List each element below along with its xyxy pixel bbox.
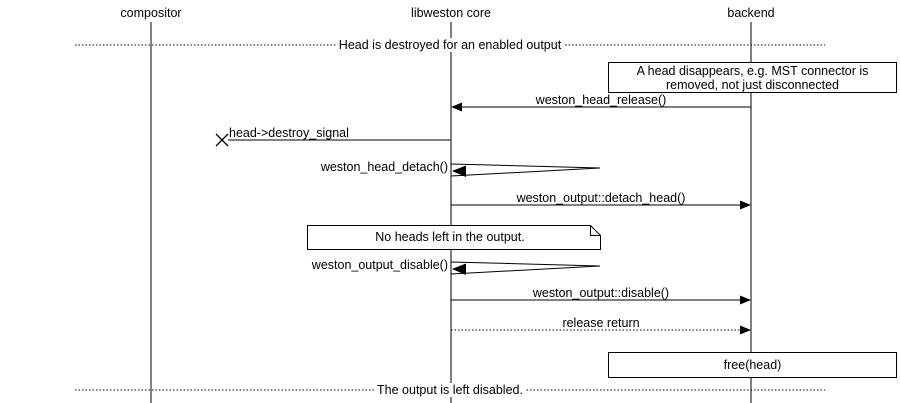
- label-weston-output-disable-self: weston_output_disable(): [311, 258, 448, 272]
- label-release-return: release return: [562, 316, 640, 330]
- label-weston-output-disable: weston_output::disable(): [532, 286, 670, 300]
- label-weston-head-detach: weston_head_detach(): [320, 160, 448, 174]
- note-free-head-box: [608, 352, 897, 378]
- destroy-x-icon: [215, 133, 229, 147]
- note-head-disappears-box: [608, 62, 897, 93]
- label-head-destroy-signal: head->destroy_signal: [229, 126, 349, 140]
- note-boxes: [307, 62, 897, 378]
- arrow-weston-head-detach-self: [450, 163, 601, 177]
- participant-compositor: compositor: [120, 6, 182, 20]
- note-fold-icon: [590, 225, 601, 236]
- note-head-disappears-line1: A head disappears, e.g. MST connector is: [636, 64, 869, 78]
- note-no-heads-left-text: No heads left in the output.: [375, 230, 525, 244]
- divider-label-top: Head is destroyed for an enabled output: [335, 38, 565, 52]
- participant-libweston-core: libweston core: [411, 6, 491, 20]
- divider-label-bottom: The output is left disabled.: [374, 383, 526, 397]
- label-weston-output-detach-head: weston_output::detach_head(): [516, 191, 686, 205]
- note-no-heads-left-box: [307, 225, 601, 250]
- note-head-disappears-line2: removed, not just disconnected: [665, 78, 840, 92]
- arrow-weston-output-disable-self: [450, 261, 601, 275]
- label-weston-head-release: weston_head_release(): [535, 93, 667, 107]
- dividers: [75, 44, 825, 391]
- message-arrows: [215, 102, 751, 335]
- participant-backend: backend: [727, 6, 775, 20]
- note-free-head-text: free(head): [723, 358, 782, 372]
